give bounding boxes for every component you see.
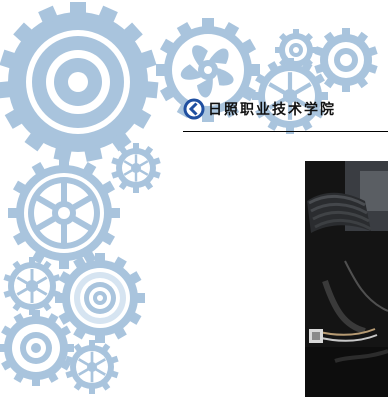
ring-gear-icon (0, 310, 74, 386)
pinwheel-gear-icon (156, 18, 260, 122)
concentric-gear-icon (55, 253, 145, 343)
ring-gear-icon (314, 28, 378, 92)
small-gear-icon (111, 143, 161, 193)
small-gear-icon (3, 257, 61, 315)
school-name: 日照职业技术学院 (208, 102, 336, 118)
engine-photo (305, 161, 388, 397)
big-gear-icon (0, 2, 159, 162)
school-header: 日照职业技术学院 (183, 96, 336, 122)
engine-photo-icon (305, 161, 388, 397)
header-divider (183, 131, 388, 132)
spoked-gear-icon (252, 58, 328, 134)
spoked-wheel-icon (8, 157, 120, 269)
school-logo-icon (183, 98, 205, 120)
spoked-gear-icon (65, 340, 119, 394)
